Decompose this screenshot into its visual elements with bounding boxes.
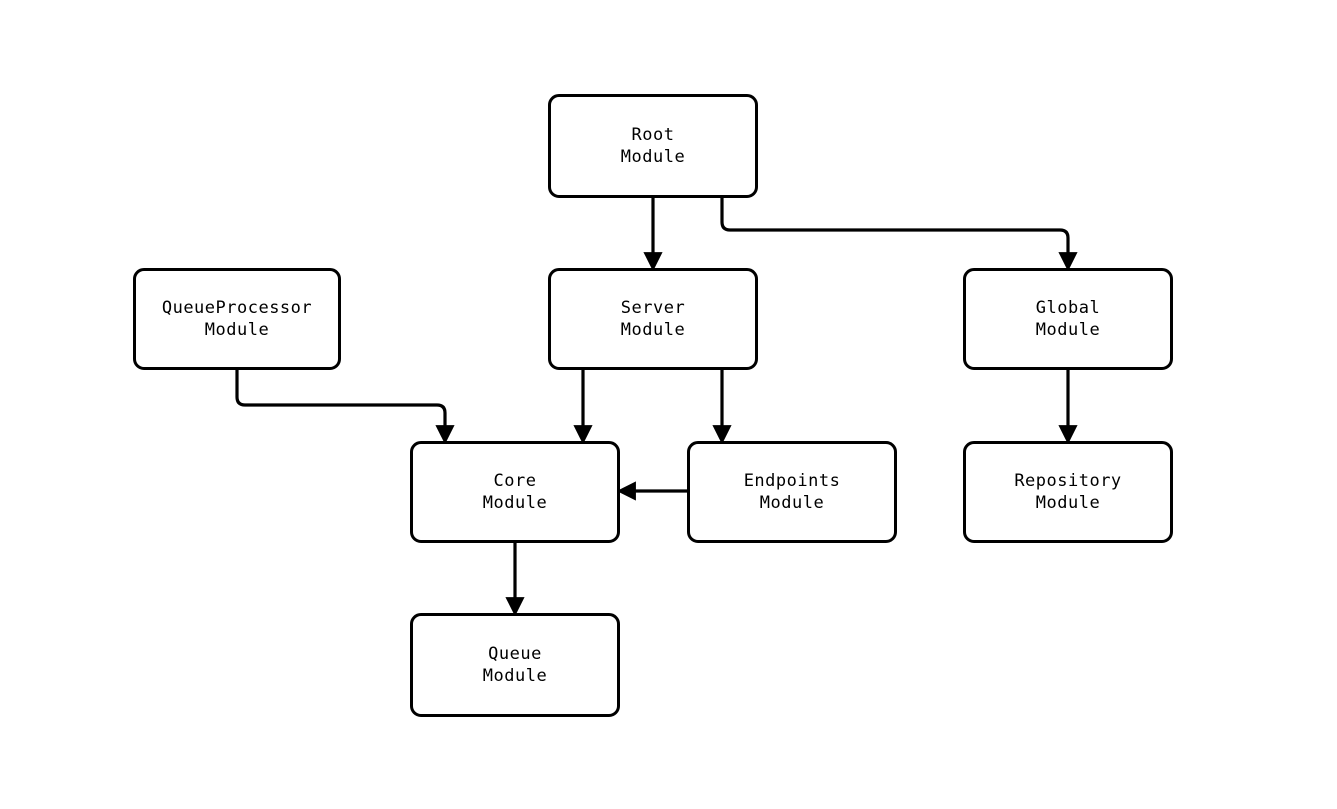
node-repository-module-line2: Module xyxy=(1035,493,1101,513)
edge-queueprocessor-core xyxy=(235,370,455,445)
node-endpoints-module[interactable]: Endpoints Module xyxy=(687,441,897,543)
node-queueprocessor-module[interactable]: QueueProcessor Module xyxy=(133,268,341,370)
node-server-module-line2: Module xyxy=(620,320,686,340)
node-server-module-line1: Server xyxy=(620,298,686,318)
node-global-module[interactable]: Global Module xyxy=(963,268,1173,370)
node-queueprocessor-module-line1: QueueProcessor xyxy=(161,298,313,318)
node-queueprocessor-module-line2: Module xyxy=(204,320,270,340)
node-core-module-line1: Core xyxy=(493,471,537,491)
node-root-module-line2: Module xyxy=(620,147,686,167)
node-repository-module[interactable]: Repository Module xyxy=(963,441,1173,543)
edge-root-global xyxy=(720,198,1078,272)
node-server-module[interactable]: Server Module xyxy=(548,268,758,370)
node-global-module-line2: Module xyxy=(1035,320,1101,340)
node-repository-module-line1: Repository xyxy=(1014,471,1122,491)
node-endpoints-module-line2: Module xyxy=(759,493,825,513)
node-endpoints-module-line1: Endpoints xyxy=(743,471,841,491)
node-core-module-line2: Module xyxy=(482,493,548,513)
node-global-module-line1: Global xyxy=(1035,298,1101,318)
node-core-module[interactable]: Core Module xyxy=(410,441,620,543)
node-root-module-line1: Root xyxy=(631,125,675,145)
node-queue-module[interactable]: Queue Module xyxy=(410,613,620,717)
node-queue-module-line2: Module xyxy=(482,666,548,686)
node-queue-module-line1: Queue xyxy=(488,644,542,664)
node-root-module[interactable]: Root Module xyxy=(548,94,758,198)
